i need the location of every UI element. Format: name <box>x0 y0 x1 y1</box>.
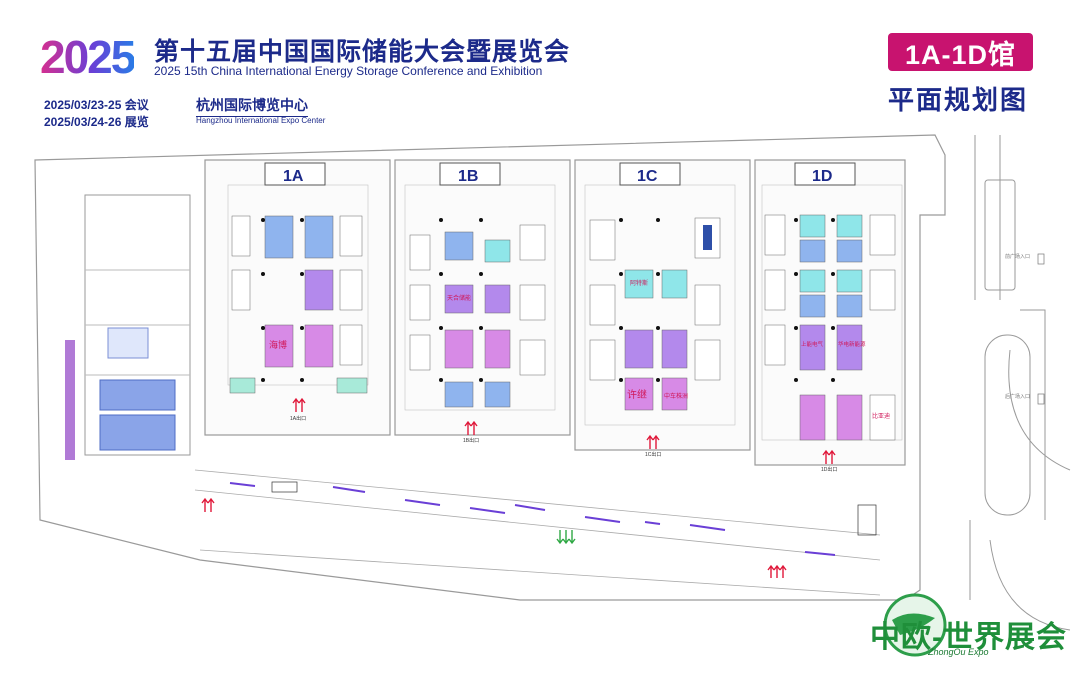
svg-text:1D出口: 1D出口 <box>821 466 837 473</box>
booth-1b-a: 天合储能 <box>447 294 471 302</box>
promenade-kiosks <box>229 482 836 556</box>
svg-text:1A出口: 1A出口 <box>290 415 306 422</box>
expo-title-en: 2025 15th China International Energy Sto… <box>154 64 543 78</box>
exit-1b: 1B出口 <box>463 420 479 444</box>
column-markers <box>261 218 835 382</box>
hall-1a-booths <box>229 215 368 394</box>
booth-1c-a: 阿特斯 <box>630 279 648 287</box>
svg-text:1B出口: 1B出口 <box>463 437 479 444</box>
hall-1c-booths <box>589 217 721 411</box>
booth-1c-dark <box>703 225 712 250</box>
entrance-right-arrows <box>767 564 787 578</box>
hall-tag-1b: 1B <box>439 162 501 186</box>
booth-1d-b: 华电新能源 <box>838 340 866 348</box>
road-loop <box>989 349 1071 631</box>
side-entrance-label-2: 后广场入口 <box>1005 393 1030 400</box>
left-column <box>65 340 75 460</box>
booth-1c-b: 许继 <box>627 388 647 401</box>
plan-title: 平面规划图 <box>888 85 1029 115</box>
booth-1c-c: 中车株洲 <box>664 392 688 400</box>
booth-1d-a: 上能电气 <box>801 340 824 348</box>
booth-1d-c: 比亚迪 <box>872 412 890 420</box>
promenade-line <box>194 469 881 596</box>
expo-title-cn: 第十五届中国国际储能大会暨展览会 <box>154 38 571 66</box>
hall-1d-booths <box>764 214 896 441</box>
entrance-green-arrows <box>556 530 576 545</box>
svg-text:1B: 1B <box>458 168 478 185</box>
hall-badge: 1A-1D馆 <box>888 33 1033 71</box>
parking-right <box>984 334 1031 516</box>
road-right <box>969 135 1046 600</box>
stage-area <box>107 327 149 359</box>
hall-tag-1a: 1A <box>264 162 326 186</box>
exit-1a: 1A出口 <box>290 397 306 422</box>
kiosk-left <box>271 481 298 493</box>
booth-1a-a: 海博 <box>269 339 287 350</box>
side-entrance-label-1: 前广场入口 <box>1005 253 1030 260</box>
globe-icon <box>883 593 947 657</box>
svg-text:1D: 1D <box>812 168 832 185</box>
side-entrance-1 <box>1037 253 1045 265</box>
expo-year: 2025 <box>40 31 136 83</box>
hall-tag-1d: 1D <box>794 162 856 186</box>
venue-name-cn: 杭州国际博览中心 <box>196 95 308 117</box>
svg-text:1C出口: 1C出口 <box>645 451 661 458</box>
exhibition-dates: 2025/03/24-26 展览 <box>44 115 149 129</box>
side-entrance-2 <box>1037 393 1045 405</box>
conference-hall-1 <box>99 379 176 411</box>
parking-right-top <box>984 179 1016 291</box>
exit-1d: 1D出口 <box>821 449 837 473</box>
gate-right <box>857 504 877 536</box>
conference-dates: 2025/03/23-25 会议 <box>44 98 149 112</box>
svg-text:1C: 1C <box>637 168 658 185</box>
svg-text:1A: 1A <box>283 168 304 185</box>
venue-name-en: Hangzhou International Expo Center <box>196 116 326 125</box>
conference-hall-2 <box>99 414 176 451</box>
logo-subtext: ZhongOu Expo <box>928 647 989 657</box>
entrance-left-arrows <box>201 497 215 512</box>
site-outline <box>34 134 946 601</box>
exit-1c: 1C出口 <box>645 434 661 458</box>
hall-1b-booths <box>409 224 546 408</box>
hall-tag-1c: 1C <box>619 162 681 186</box>
logo-text: 中欧-世界展会 <box>870 621 1067 654</box>
